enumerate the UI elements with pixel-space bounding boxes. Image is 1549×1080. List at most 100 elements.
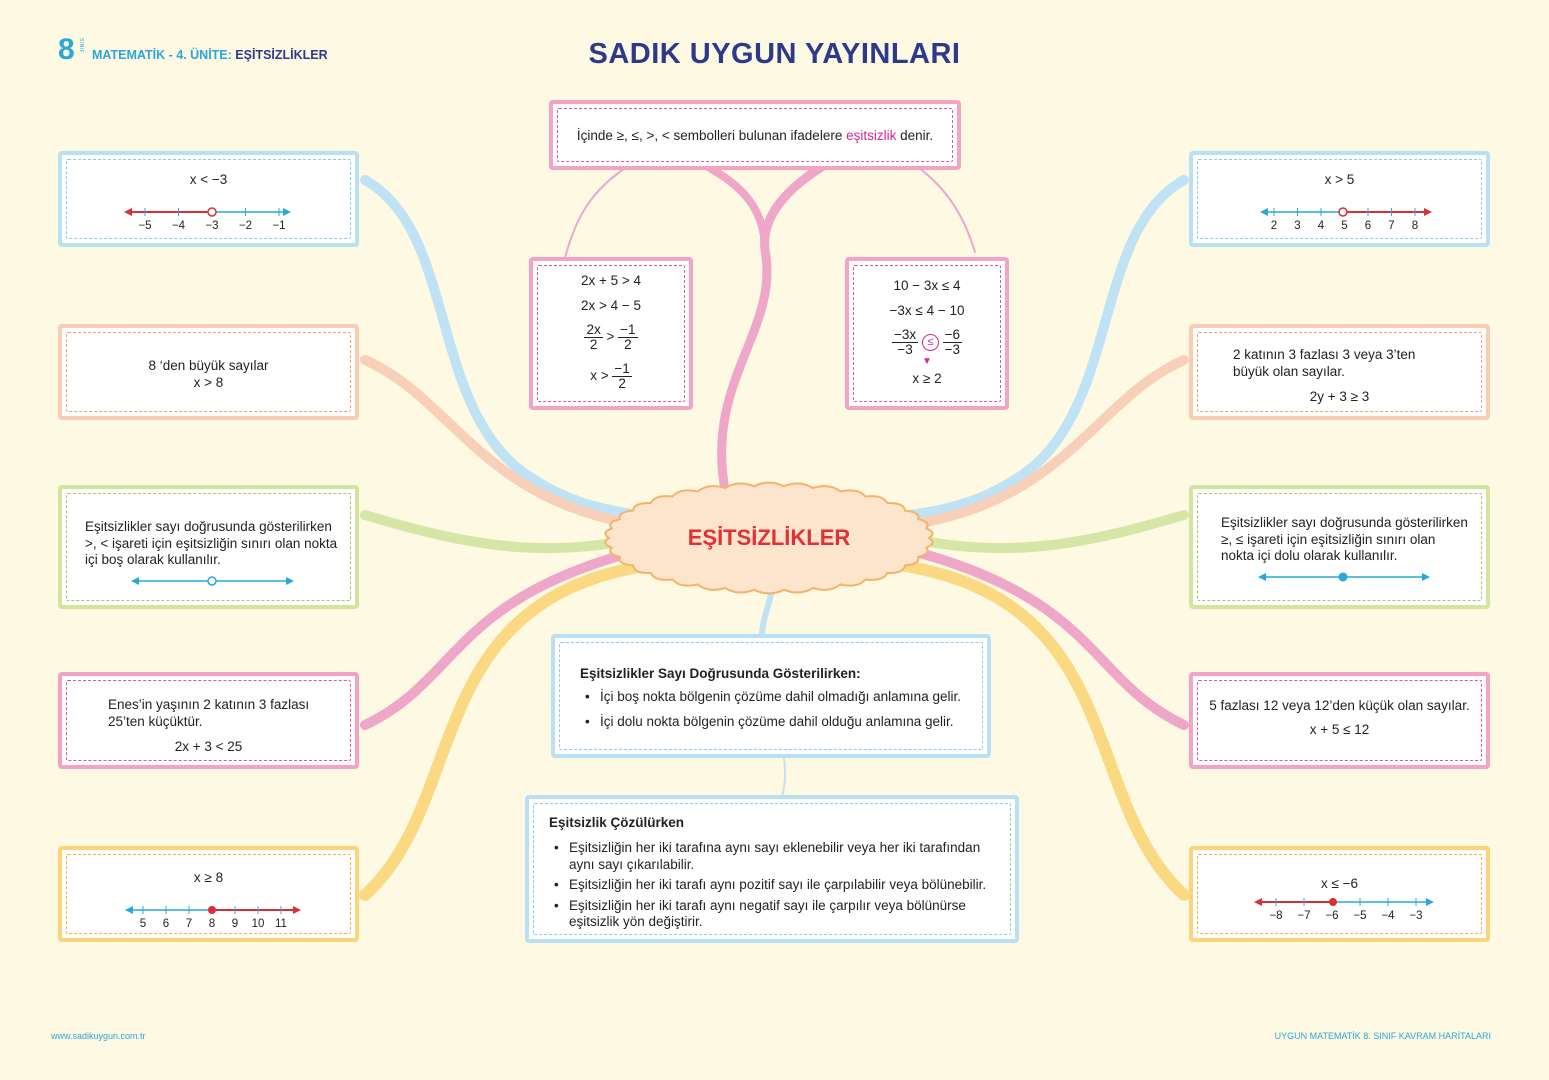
publisher-title: SADIK UYGUN YAYINLARI xyxy=(588,38,961,70)
tick-label: −4 xyxy=(172,220,186,232)
tick-label: 4 xyxy=(1318,220,1325,232)
tick-label: 5 xyxy=(140,918,146,930)
grade-number: 8 xyxy=(58,33,75,66)
left-card-2: 8 ‘den büyük sayılar x > 8 xyxy=(58,324,359,420)
definition-highlight: eşitsizlik xyxy=(846,128,897,143)
branch-right-salmon xyxy=(904,355,1189,530)
right3-number-line xyxy=(1258,572,1430,582)
tick-label: 3 xyxy=(1294,220,1300,232)
number-line-info-list: İçi boş nokta bölgenin çözüme dahil olma… xyxy=(581,689,981,734)
left4-text: Enes’in yaşının 2 katının 3 fazlası 25’t… xyxy=(108,697,310,729)
left1-expression: x < −3 xyxy=(189,172,228,187)
number-line-info-card: Eşitsizlikler Sayı Doğrusunda Gösterilir… xyxy=(551,634,991,758)
solution2-final: x ≥ 2 xyxy=(912,371,942,386)
left2-line1: 8 ‘den büyük sayılar xyxy=(148,358,269,373)
branch-left-yellow xyxy=(359,559,656,901)
tick-label: −2 xyxy=(239,220,252,232)
grade-word: SINIF xyxy=(78,38,84,54)
list-item: Eşitsizliğin her iki tarafına aynı sayı … xyxy=(550,840,1000,873)
definition-text: İçinde ≥, ≤, >, < sembolleri bulunan ifa… xyxy=(576,128,934,143)
list-item: Eşitsizliğin her iki tarafı aynı negatif… xyxy=(550,898,1000,931)
closed-point xyxy=(208,906,216,914)
subject-label: MATEMATİK - 4. ÜNİTE: xyxy=(92,48,232,62)
right3-text: Eşitsizlikler sayı doğrusunda gösterilir… xyxy=(1221,515,1468,563)
tick-label: −3 xyxy=(1409,910,1422,922)
left5-expression: x ≥ 8 xyxy=(193,870,224,885)
branch-right-green xyxy=(914,510,1189,554)
closed-point xyxy=(1329,898,1337,906)
branch-bottom-connector xyxy=(781,757,787,798)
branch-bottom-blue xyxy=(759,587,775,639)
tick-label: −3 xyxy=(205,220,218,232)
list-item: İçi boş nokta bölgenin çözüme dahil olma… xyxy=(581,689,981,706)
right-card-5: x ≤ −6 −8−7−6−5−4−3 xyxy=(1189,846,1490,942)
branch-top-right-thin xyxy=(914,164,976,253)
left-card-3: Eşitsizlikler sayı doğrusunda gösterilir… xyxy=(58,485,359,609)
right5-expression: x ≤ −6 xyxy=(1320,876,1359,891)
tick-label: 7 xyxy=(186,918,192,930)
left2-line2: x > 8 xyxy=(193,375,224,390)
left4-expression: 2x + 3 < 25 xyxy=(174,739,243,754)
tick-label: 8 xyxy=(1412,220,1418,232)
list-item: İçi dolu nokta bölgenin çözüme dahil old… xyxy=(581,714,981,731)
branch-top-trunk xyxy=(717,160,830,495)
definition-card: İçinde ≥, ≤, >, < sembolleri bulunan ifa… xyxy=(549,100,961,170)
right1-expression: x > 5 xyxy=(1324,172,1355,187)
branch-top-left-thin xyxy=(564,164,631,259)
solving-rules-card: Eşitsizlik Çözülürken Eşitsizliğin her i… xyxy=(525,795,1019,943)
right-card-3: Eşitsizlikler sayı doğrusunda gösterilir… xyxy=(1189,485,1490,609)
tick-label: −5 xyxy=(138,220,151,232)
closed-point xyxy=(1338,572,1348,582)
solution2-fraction-step: −3x−3 ≤ −6−3 xyxy=(891,327,963,357)
right4-text: 5 fazlası 12 veya 12’den küçük olan sayı… xyxy=(1209,698,1470,713)
tick-label: 11 xyxy=(275,918,287,930)
tick-label: −4 xyxy=(1381,910,1395,922)
branch-right-blue xyxy=(904,175,1189,520)
open-point xyxy=(207,207,217,217)
left-card-4: Enes’in yaşının 2 katının 3 fazlası 25’t… xyxy=(58,672,359,769)
left-card-1: x < −3 −5 −4 −3 −2 −1 xyxy=(58,151,359,247)
right-card-2: 2 katının 3 fazlası 3 veya 3’ten büyük o… xyxy=(1189,324,1490,420)
right5-number-line: −8−7−6−5−4−3 xyxy=(1254,898,1434,922)
tick-label: 6 xyxy=(1365,220,1371,232)
branch-left-green xyxy=(360,510,635,554)
footer-series: UYGUN MATEMATİK 8. SINIF KAVRAM HARİTALA… xyxy=(1274,1031,1491,1041)
tick-label: 9 xyxy=(232,918,238,930)
list-item: Eşitsizliğin her iki tarafı aynı pozitif… xyxy=(550,877,1000,894)
reversed-sign-icon: ≤ xyxy=(921,334,939,351)
right4-expression: x + 5 ≤ 12 xyxy=(1309,722,1370,737)
tick-label: 5 xyxy=(1341,220,1347,232)
left3-text: Eşitsizlikler sayı doğrusunda gösterilir… xyxy=(85,519,338,567)
right2-expression: 2y + 3 ≥ 3 xyxy=(1309,389,1370,404)
tick-label: −5 xyxy=(1353,910,1366,922)
tick-label: −1 xyxy=(272,220,285,232)
left1-number-line: −5 −4 −3 −2 −1 xyxy=(124,207,291,232)
footer-website[interactable]: www.sadikuygun.com.tr xyxy=(51,1031,146,1041)
open-point xyxy=(207,576,217,586)
right2-text: 2 katının 3 fazlası 3 veya 3’ten büyük o… xyxy=(1233,347,1416,379)
unit-label: EŞİTSİZLİKLER xyxy=(235,48,328,62)
branch-right-yellow xyxy=(893,559,1190,901)
left3-number-line xyxy=(131,576,294,586)
solution2-line1: 10 − 3x ≤ 4 xyxy=(893,278,961,293)
number-line-info-title: Eşitsizlikler Sayı Doğrusunda Gösterilir… xyxy=(580,666,861,681)
solution2-line2: −3x ≤ 4 − 10 xyxy=(889,303,965,318)
branch-left-blue xyxy=(360,175,645,520)
tick-label: 8 xyxy=(209,918,215,930)
tick-label: −8 xyxy=(1269,910,1282,922)
solution-card-2: 10 − 3x ≤ 4 −3x ≤ 4 − 10 −3x−3 ≤ −6−3 ▼ … xyxy=(845,257,1009,410)
tick-label: 2 xyxy=(1271,220,1277,232)
unit-subtitle: MATEMATİK - 4. ÜNİTE: EŞİTSİZLİKLER xyxy=(92,48,328,62)
solution1-line2: 2x > 4 − 5 xyxy=(580,298,642,313)
solution1-line1: 2x + 5 > 4 xyxy=(580,273,642,288)
solving-rules-title: Eşitsizlik Çözülürken xyxy=(549,815,685,830)
